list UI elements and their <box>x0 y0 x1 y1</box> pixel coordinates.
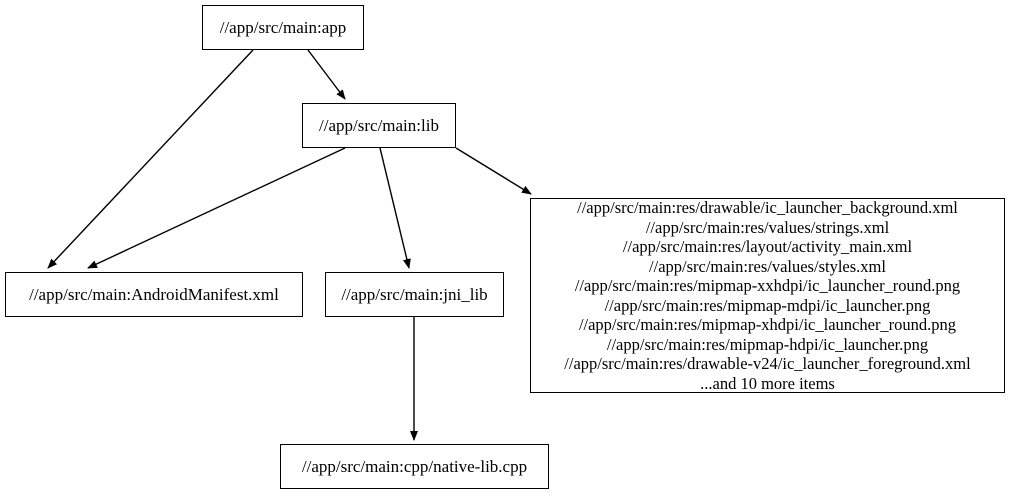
graph-edge-app-to-manifest <box>47 49 254 269</box>
graph-edge-lib-to-jni_lib <box>379 147 411 269</box>
graph-node-lib-label: //app/src/main:lib <box>319 115 439 135</box>
graph-edge-app-to-lib <box>307 49 346 100</box>
graph-node-androidmanifest[interactable]: //app/src/main:AndroidManifest.xml <box>5 272 303 317</box>
graph-node-res-bundle-label: //app/src/main:res/drawable/ic_launcher_… <box>564 198 971 393</box>
graph-edge-lib-to-manifest <box>87 147 346 269</box>
graph-node-androidmanifest-label: //app/src/main:AndroidManifest.xml <box>29 284 279 304</box>
graph-node-res-bundle[interactable]: //app/src/main:res/drawable/ic_launcher_… <box>530 198 1005 393</box>
graph-node-native-lib-cpp[interactable]: //app/src/main:cpp/native-lib.cpp <box>280 444 549 489</box>
graph-edge-lib-to-res_bundle <box>455 147 532 195</box>
graph-node-app[interactable]: //app/src/main:app <box>202 5 364 50</box>
graph-node-jni-lib[interactable]: //app/src/main:jni_lib <box>325 272 504 317</box>
graph-node-lib[interactable]: //app/src/main:lib <box>302 103 456 148</box>
graph-edges <box>47 49 532 441</box>
graph-node-jni-lib-label: //app/src/main:jni_lib <box>341 284 488 304</box>
graph-node-app-label: //app/src/main:app <box>219 17 347 37</box>
graph-node-native-lib-cpp-label: //app/src/main:cpp/native-lib.cpp <box>301 456 528 476</box>
